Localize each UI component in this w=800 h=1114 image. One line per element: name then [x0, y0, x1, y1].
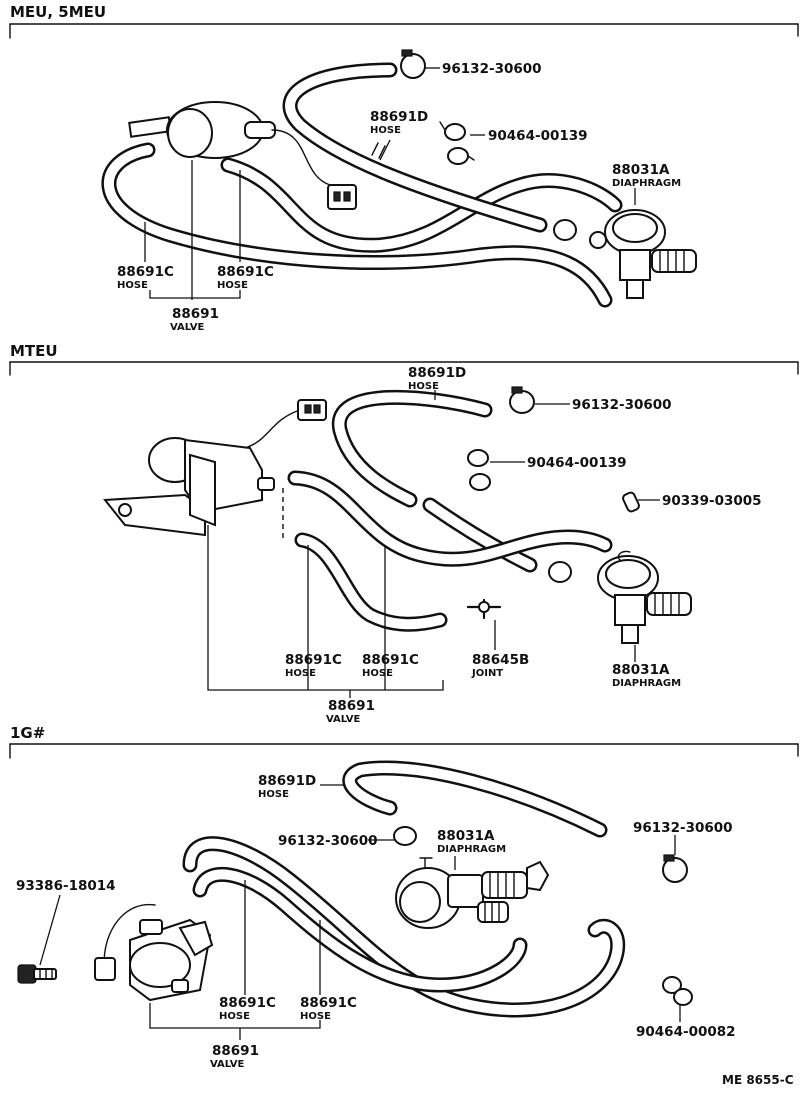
clamp-96132	[509, 386, 535, 414]
label-hose-88691d-sub: HOSE	[370, 125, 401, 136]
label-hose-88691c-2: 88691C	[300, 995, 357, 1011]
hose-88691c-short	[220, 157, 623, 253]
label-diaphragm-88031a: 88031A	[612, 162, 670, 178]
label-hose-88691d: 88691D	[408, 365, 466, 381]
clamp-96132	[393, 826, 417, 846]
valve-88691	[128, 101, 357, 210]
clip-90464	[439, 121, 475, 165]
label-clip-90464-00082: 90464-00082	[636, 1024, 736, 1040]
clamp-small	[548, 561, 572, 583]
clip-90464	[467, 449, 491, 491]
label-hose-88691c-2-sub: HOSE	[362, 668, 393, 679]
hose-88691d	[331, 389, 538, 573]
diaphragm-88031a	[597, 550, 692, 644]
label-valve-88691: 88691	[172, 306, 219, 322]
section-bracket	[9, 743, 799, 759]
label-valve-88691: 88691	[212, 1043, 259, 1059]
label-diaphragm-sub: DIAPHRAGM	[437, 844, 506, 855]
section-title: MEU, 5MEU	[10, 3, 106, 21]
label-hose-88691c-1: 88691C	[219, 995, 276, 1011]
label-cap-90339: 90339-03005	[662, 493, 762, 509]
hose-88691d	[282, 62, 548, 233]
joint-88645b	[466, 598, 502, 620]
clamp-small	[553, 219, 577, 241]
label-diaphragm-sub: DIAPHRAGM	[612, 678, 681, 689]
clamp-96132-right	[662, 854, 688, 883]
valve-88691	[94, 904, 214, 1002]
clamp-96132	[400, 49, 426, 79]
label-clamp-96132-right: 96132-30600	[633, 820, 733, 836]
label-hose-88691c-1: 88691C	[285, 652, 342, 668]
hose-88691d	[342, 760, 608, 838]
section-meu: MEU, 5MEU	[9, 3, 799, 333]
label-bolt-93386: 93386-18014	[16, 878, 116, 894]
diaphragm-88031a	[395, 857, 550, 929]
label-valve-sub: VALVE	[210, 1059, 245, 1070]
label-hose-88691d-sub: HOSE	[408, 381, 439, 392]
section-title: MTEU	[10, 342, 58, 360]
label-clip-90464: 90464-00139	[527, 455, 627, 471]
label-hose-88691c-2: 88691C	[217, 264, 274, 280]
label-hose-88691c-1-sub: HOSE	[117, 280, 148, 291]
clip-90464-00082	[662, 976, 693, 1006]
cap-90339	[622, 491, 640, 513]
bolt-93386	[17, 964, 57, 984]
label-joint-88645b: 88645B	[472, 652, 529, 668]
label-hose-88691c-1-sub: HOSE	[219, 1011, 250, 1022]
section-mteu: MTEU	[9, 342, 799, 725]
label-valve-88691: 88691	[328, 698, 375, 714]
leaders	[207, 390, 660, 698]
section-title: 1G#	[10, 724, 45, 742]
label-clamp-96132: 96132-30600	[442, 61, 542, 77]
hose-88691c-short	[192, 867, 528, 993]
label-hose-88691c-1: 88691C	[117, 264, 174, 280]
label-hose-88691d: 88691D	[370, 109, 428, 125]
hose-88691c-long	[101, 142, 613, 308]
label-hose-88691c-2-sub: HOSE	[217, 280, 248, 291]
hose-88691c-long	[182, 836, 626, 1018]
label-hose-88691c-2-sub: HOSE	[300, 1011, 331, 1022]
label-valve-sub: VALVE	[326, 714, 361, 725]
leaders	[144, 67, 636, 300]
label-hose-88691c-2: 88691C	[362, 652, 419, 668]
label-clamp-96132: 96132-30600	[278, 833, 378, 849]
footer-code: ME 8655-C	[722, 1073, 794, 1087]
label-clip-90464: 90464-00139	[488, 128, 588, 144]
section-bracket	[9, 361, 799, 376]
label-clamp-96132: 96132-30600	[572, 397, 672, 413]
hose-88691c-short	[294, 532, 448, 632]
section-bracket	[9, 23, 799, 39]
leaders	[39, 784, 681, 1040]
label-diaphragm-sub: DIAPHRAGM	[612, 178, 681, 189]
label-joint-sub: JOINT	[471, 668, 503, 679]
valve-88691	[103, 399, 327, 537]
diaphragm-88031a	[589, 209, 697, 299]
hose-88691c-long	[287, 470, 613, 567]
hose-joint-mark	[371, 142, 386, 159]
label-hose-88691d: 88691D	[258, 773, 316, 789]
label-valve-sub: VALVE	[170, 322, 205, 333]
section-1g: 1G#	[9, 724, 799, 1070]
label-diaphragm-88031a: 88031A	[612, 662, 670, 678]
label-hose-88691d-sub: HOSE	[258, 789, 289, 800]
label-diaphragm-88031a: 88031A	[437, 828, 495, 844]
label-hose-88691c-1-sub: HOSE	[285, 668, 316, 679]
